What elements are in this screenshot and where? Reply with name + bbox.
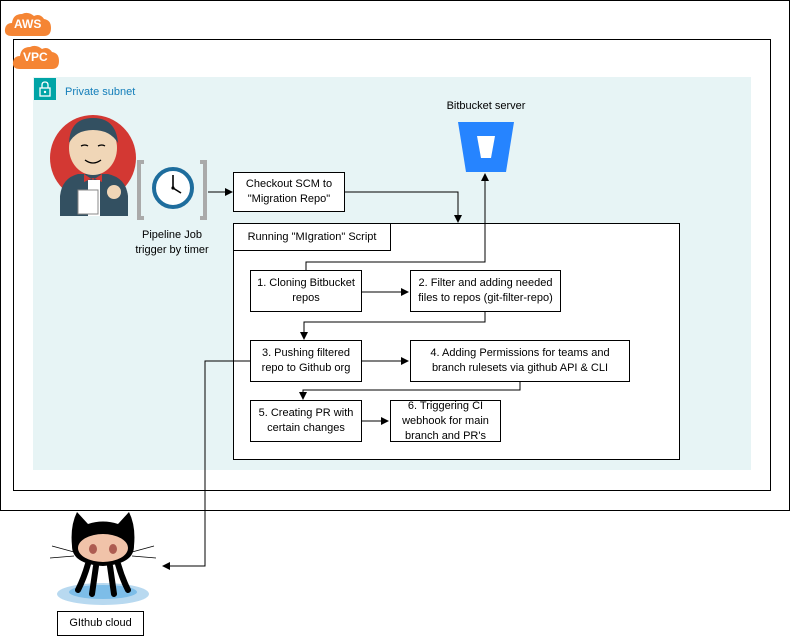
aws-label: AWS <box>14 17 42 31</box>
step-2-filter-box: 2. Filter and adding needed files to rep… <box>410 270 561 312</box>
checkout-scm-box: Checkout SCM to "Migration Repo" <box>233 172 345 212</box>
aws-cloud-icon: AWS <box>4 10 52 43</box>
vpc-label: VPC <box>23 50 48 64</box>
vpc-cloud-icon: VPC <box>12 43 60 76</box>
bitbucket-icon <box>457 121 515 173</box>
migration-script-label: Running "MIgration" Script <box>233 223 391 251</box>
step-3-push-box: 3. Pushing filtered repo to Github org <box>250 340 362 382</box>
timer-trigger-icon <box>136 158 208 224</box>
lock-icon <box>34 78 56 100</box>
github-cloud-box: GIthub cloud <box>57 611 144 636</box>
step-6-webhook-box: 6. Triggering CI webhook for main branch… <box>390 400 501 442</box>
jenkins-icon <box>48 108 142 220</box>
subnet-label: Private subnet <box>65 86 136 98</box>
github-octocat-icon <box>44 506 162 608</box>
vpc-frame <box>13 39 771 491</box>
step-1-clone-box: 1. Cloning Bitbucket repos <box>250 270 362 312</box>
step-4-permissions-box: 4. Adding Permissions for teams and bran… <box>410 340 630 382</box>
step-5-pr-box: 5. Creating PR with certain changes <box>250 400 362 442</box>
pipeline-label: Pipeline Job trigger by timer <box>135 229 209 256</box>
aws-cloud-frame <box>0 0 790 511</box>
bitbucket-label: Bitbucket server <box>446 100 526 112</box>
